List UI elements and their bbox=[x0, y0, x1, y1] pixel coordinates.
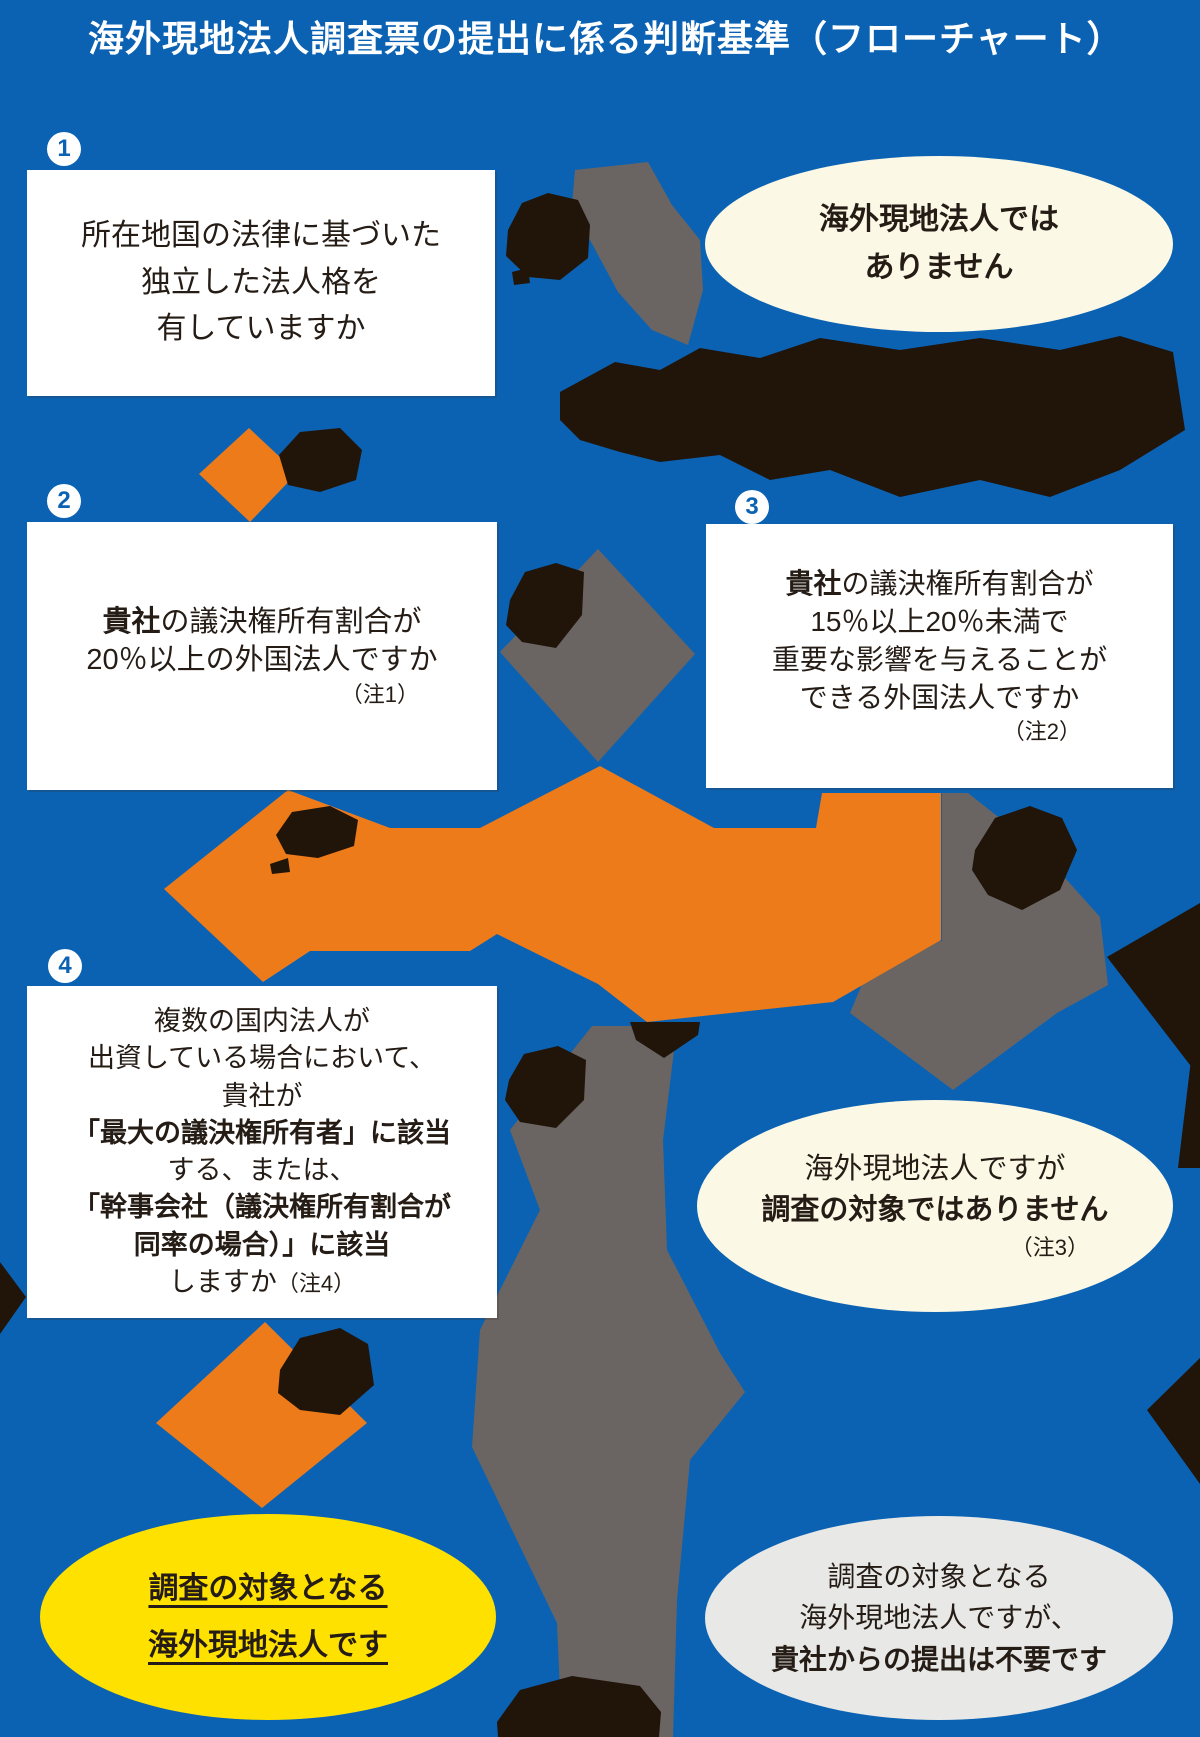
yes-connector-1 bbox=[199, 428, 297, 522]
result-surveyed-oval: 調査の対象となる 海外現地法人です bbox=[40, 1514, 496, 1720]
question-box-2: 貴社の議決権所有割合が 20％以上の外国法人ですか （注1） bbox=[27, 522, 497, 790]
question-3-rest: の議決権所有割合が bbox=[841, 567, 1094, 599]
step-badge-3: 3 bbox=[735, 490, 769, 524]
question-4-line: しますか（注4） bbox=[27, 1264, 497, 1301]
no-label-blob-1 bbox=[506, 193, 590, 280]
question-3-note: （注2） bbox=[1002, 719, 1081, 745]
distorted-text-smear bbox=[560, 336, 1185, 497]
question-4-line: する、または、 bbox=[167, 1155, 357, 1185]
bottom-black-blob bbox=[497, 1676, 661, 1737]
question-4-line: 複数の国内法人が bbox=[154, 1006, 370, 1036]
no-label-blob-3 bbox=[972, 806, 1077, 910]
ribbon-black-triangle bbox=[630, 1022, 700, 1058]
question-2-note: （注1） bbox=[340, 681, 419, 707]
question-box-3: 貴社の議決権所有割合が 15％以上20％未満で 重要な影響を与えることが できる… bbox=[706, 524, 1173, 788]
left-edge-black-wedge bbox=[0, 1262, 26, 1334]
question-3-bold: 貴社 bbox=[785, 567, 842, 599]
question-4-line-bold: 「幹事会社（議決権所有割合が bbox=[73, 1192, 451, 1223]
question-2-line: 貴社の議決権所有割合が bbox=[27, 603, 497, 641]
question-3-line: 貴社の議決権所有割合が bbox=[706, 565, 1173, 603]
step-badge-1: 1 bbox=[47, 132, 81, 166]
result-not-foreign-line: ありません bbox=[864, 251, 1014, 284]
result-no-submission-oval: 調査の対象となる 海外現地法人ですが、 貴社からの提出は不要です bbox=[705, 1516, 1173, 1720]
result-not-foreign-line: 海外現地法人では bbox=[819, 203, 1059, 236]
step-badge-2: 2 bbox=[47, 484, 81, 518]
result-surveyed-line: 調査の対象となる bbox=[148, 1572, 388, 1605]
page-title: 海外現地法人調査票の提出に係る判断基準（フローチャート） bbox=[88, 18, 1124, 59]
result-no-submission-line: 調査の対象となる bbox=[827, 1560, 1051, 1592]
question-box-4: 複数の国内法人が 出資している場合において、 貴社が 「最大の議決権所有者」に該… bbox=[27, 986, 497, 1318]
question-3-line: 重要な影響を与えることが bbox=[771, 644, 1108, 676]
result-not-surveyed-note: （注3） bbox=[1010, 1234, 1089, 1260]
question-2-rest: の議決権所有割合が bbox=[160, 606, 422, 639]
question-1-line: 有していますか bbox=[156, 312, 366, 346]
question-2-bold: 貴社 bbox=[102, 606, 161, 639]
yes-label-speck-2 bbox=[270, 858, 290, 874]
question-4-line-bold: 同率の場合）」に該当 bbox=[133, 1229, 391, 1260]
no-connector-1 bbox=[572, 162, 703, 345]
result-not-surveyed-line: 海外現地法人ですが bbox=[804, 1153, 1066, 1186]
no-label-speck-1 bbox=[512, 268, 530, 285]
yes-label-blob-1 bbox=[279, 428, 362, 492]
question-2-line: 20％以上の外国法人ですか bbox=[86, 644, 438, 677]
no-label-blob-2 bbox=[506, 563, 584, 648]
question-4-note: （注4） bbox=[276, 1270, 356, 1296]
question-3-line: できる外国法人ですか bbox=[799, 682, 1080, 714]
question-box-1: 所在地国の法律に基づいた 独立した法人格を 有していますか bbox=[27, 170, 495, 396]
question-3-line: 15％以上20％未満で bbox=[810, 605, 1069, 637]
yes-label-blob-2 bbox=[276, 806, 358, 858]
result-not-surveyed-oval: 海外現地法人ですが 調査の対象ではありません （注3） bbox=[697, 1100, 1173, 1312]
result-no-submission-line-bold: 貴社からの提出は不要です bbox=[770, 1643, 1107, 1675]
question-1-line: 独立した法人格を bbox=[141, 265, 381, 299]
result-not-foreign-oval: 海外現地法人では ありません bbox=[705, 156, 1173, 332]
question-4-line: 貴社が bbox=[221, 1080, 303, 1111]
yes-connector-4 bbox=[156, 1322, 367, 1508]
question-4-line-bold: 「最大の議決権所有者」に該当 bbox=[73, 1117, 451, 1148]
question-4-ask: しますか bbox=[168, 1266, 277, 1297]
right-edge-black-strip bbox=[1178, 1035, 1200, 1168]
ribbon-label-blob bbox=[505, 1046, 586, 1128]
no-connector-4-ribbon bbox=[472, 1026, 745, 1737]
question-4-line: 出資している場合において、 bbox=[87, 1043, 437, 1074]
yes-connector-band bbox=[164, 766, 941, 1022]
step-badge-4: 4 bbox=[48, 949, 82, 983]
result-surveyed-line: 海外現地法人です bbox=[148, 1629, 388, 1662]
yes-label-blob-3 bbox=[278, 1328, 374, 1415]
right-edge-black-wedge-2 bbox=[1147, 1358, 1200, 1484]
question-1-line: 所在地国の法律に基づいた bbox=[81, 219, 441, 253]
right-edge-black-wedge-1 bbox=[1107, 903, 1200, 1078]
result-not-surveyed-line-bold: 調査の対象ではありません bbox=[761, 1194, 1109, 1227]
result-no-submission-line: 海外現地法人ですが、 bbox=[799, 1602, 1079, 1634]
